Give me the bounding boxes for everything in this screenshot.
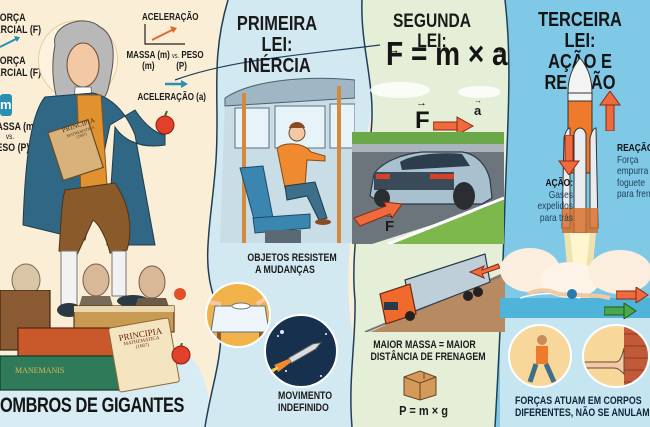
smoke-clouds	[500, 248, 650, 298]
rocket-space-illustration	[264, 314, 338, 388]
force-arrow-icon	[433, 116, 475, 136]
rocket-caption: MOVIMENTO INDEFINIDO	[278, 390, 333, 415]
weight-formula: P = m × g	[399, 403, 449, 418]
bus-inertia-illustration	[220, 77, 355, 243]
red-arrow-right-icon	[616, 287, 649, 303]
arrow-icon	[0, 36, 20, 48]
box-icon	[403, 370, 437, 401]
forca-inercial-label-1: FORÇA INERCIAL (F)	[0, 12, 42, 37]
apple-icon	[171, 343, 191, 365]
arrow-right-icon	[165, 80, 188, 88]
second-law-caption: MAIOR MASSA = MAIOR DISTÂNCIA DE FRENAGE…	[370, 339, 486, 364]
green-arrow-right-icon	[604, 303, 637, 319]
walking-person-illustration	[508, 324, 572, 388]
third-law-caption: FORÇAS ATUAM EM CORPOS DIFERENTES, NÃO S…	[515, 395, 650, 420]
car-force-label: F→	[385, 210, 395, 235]
forca-inercial-label-2: FORÇA INERCIAL (F)	[0, 55, 42, 80]
sports-car-road-illustration	[352, 132, 504, 244]
reaction-arrow-up-icon	[599, 91, 621, 131]
massa-vs-peso-label-left: MASSA (m) vs. PESO (P)	[0, 121, 37, 154]
action-label: AÇÃO: Gases expelidos para trás	[537, 177, 574, 224]
aceleracao-graph-label: ACELERAÇÃO	[142, 12, 199, 23]
first-law-caption: OBJETOS RESISTEM A MUDANÇAS	[247, 252, 337, 277]
second-law-title: SEGUNDA LEI:	[393, 11, 471, 52]
tablecloth-trick-illustration	[205, 282, 271, 348]
massa-vs-peso-label-right: MASSA (m) vs. PESO (m)(P)	[126, 50, 204, 72]
clouds	[370, 82, 500, 98]
aceleracao-a-label: ACELERAÇÃO (a)	[137, 92, 206, 103]
action-arrow-down-icon	[558, 135, 580, 175]
acceleration-vector-symbol: a→	[492, 35, 508, 72]
vector-a-label: a→	[474, 96, 482, 118]
force-vector-symbol: F→	[386, 35, 404, 72]
vector-f-label: F→	[415, 97, 430, 134]
reaction-label: REAÇÃO: Força empurra foguete para frent…	[617, 142, 650, 201]
green-book-spine-text: MANEMANIS	[15, 366, 65, 375]
ombros-de-gigantes-caption: OMBROS DE GIGANTES	[0, 394, 185, 417]
acceleration-graph-icon	[144, 24, 185, 45]
isaac-newton-illustration	[22, 20, 175, 317]
first-law-title: PRIMEIRA LEI: INÉRCIA	[236, 13, 318, 77]
second-law-formula: F→ = m × a→	[386, 35, 508, 72]
mass-weight-icon: m	[0, 94, 12, 116]
truck-braking-illustration	[364, 253, 505, 332]
newton-panel: FORÇA INERCIAL (F) FORÇA INERCIAL (F) m …	[0, 0, 215, 427]
hand-pushing-wall-illustration	[582, 324, 650, 388]
